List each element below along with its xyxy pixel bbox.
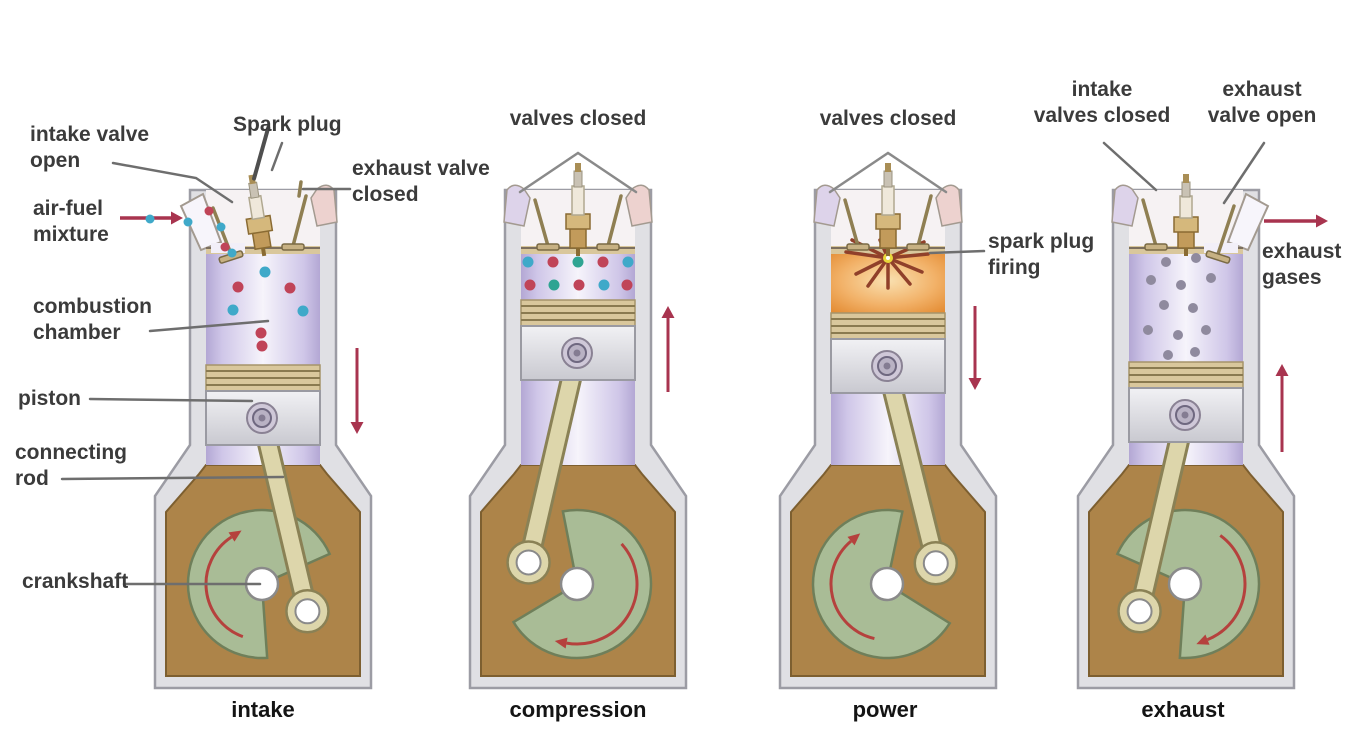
spark-plug-icon (245, 125, 274, 257)
piston-motion-arrow (1275, 364, 1289, 452)
label-air-fuel-mixture: air-fuel mixture (33, 197, 109, 246)
combustion-chamber-intake (206, 254, 320, 365)
label-intake-valve-open: intake valve open (30, 123, 150, 172)
label-exhaust-gases: exhaust gases (1262, 240, 1342, 289)
air-fuel-mixture-dots (145, 206, 237, 258)
label-crankshaft: crankshaft (22, 570, 129, 593)
intake-port (813, 184, 841, 227)
piston-power (830, 312, 946, 394)
stage-label-compression: compression (509, 697, 647, 722)
piston-intake (205, 364, 321, 446)
engine-compression (468, 151, 688, 690)
connecting-rod-exhaust (1117, 404, 1196, 634)
connecting-rod-compression (506, 342, 588, 585)
leader-connecting-rod (60, 475, 285, 481)
rotation-arrow-icon (829, 539, 875, 641)
crankshaft-compression (511, 508, 653, 660)
crank-pin (515, 549, 542, 576)
leader-intake-valve-open (111, 161, 234, 204)
main-journal (1167, 566, 1203, 602)
crank-pin (922, 550, 949, 577)
label-valves-closed-compression: valves closed (509, 107, 647, 130)
exhaust-port (625, 184, 653, 227)
stage-label-power: power (852, 697, 918, 722)
engine-power (778, 151, 998, 690)
intake-valve-closed-icon (536, 243, 560, 251)
exhaust-valve-open-icon (1205, 250, 1231, 264)
engine-exhaust (1076, 174, 1328, 690)
stage-label-intake: intake (231, 697, 295, 722)
spark-plug-icon (1173, 174, 1199, 256)
intake-port (1111, 184, 1139, 227)
main-journal (559, 566, 595, 602)
leader-combustion-chamber (148, 319, 270, 333)
leader-spark-plug-firing (928, 249, 986, 255)
exhaust-valve-closed-icon (596, 243, 620, 251)
crank-pin (1126, 598, 1153, 625)
label-combustion-chamber: combustion chamber (33, 295, 152, 344)
valves (1141, 198, 1238, 264)
label-exhaust-valve-open: exhaust valve open (1207, 78, 1317, 127)
stage-label-exhaust: exhaust (1141, 697, 1225, 722)
connecting-rod-power (876, 355, 959, 586)
intake-port (503, 184, 531, 227)
leader-intake-valves-closed (1102, 141, 1158, 192)
piston-motion-arrow (968, 306, 982, 390)
engine-intake (120, 125, 373, 690)
rotation-arrow-icon (1206, 534, 1247, 642)
leader-piston (88, 397, 254, 403)
label-exhaust-valve-closed: exhaust valve closed (352, 157, 490, 206)
leader-exhaust-valve-open (1222, 141, 1266, 205)
rotation-arrow-icon (566, 542, 639, 646)
label-piston: piston (18, 387, 81, 410)
exhaust-port (935, 184, 963, 227)
combustion-chamber-compression (521, 254, 635, 300)
connecting-rod-intake (251, 407, 330, 634)
valves (843, 194, 933, 251)
rotation-arrow-icon (204, 535, 244, 639)
piston-compression (520, 299, 636, 381)
valves (533, 194, 623, 251)
piston-motion-arrow (661, 306, 675, 392)
label-spark-plug: Spark plug (233, 113, 342, 136)
cylinder-head (813, 184, 963, 227)
exhaust-valve-closed-icon (906, 243, 930, 251)
cylinder-head (503, 184, 653, 227)
intake-valve-closed-icon (846, 243, 870, 251)
label-spark-plug-firing: spark plug firing (988, 230, 1095, 279)
piston-exhaust (1128, 361, 1244, 443)
leader-spark-plug (270, 141, 284, 172)
main-journal (869, 566, 905, 602)
label-intake-valves-closed: intake valves closed (1033, 78, 1171, 127)
crank-pin (294, 598, 321, 625)
valves-closed-leader (518, 151, 638, 194)
intake-valve-closed-icon (1144, 243, 1168, 251)
spark-plug-icon (875, 163, 901, 256)
crankshaft-power (811, 508, 952, 660)
label-valves-closed-power: valves closed (819, 107, 957, 130)
air-fuel-flow-arrow (120, 211, 183, 225)
exhaust-flow-arrow (1264, 214, 1328, 228)
exhaust-valve-closed-icon (281, 243, 305, 251)
intake-port-open (179, 192, 223, 252)
piston-motion-arrow (350, 348, 364, 434)
label-connecting-rod: connecting rod (15, 441, 128, 490)
valves-closed-leader (828, 151, 948, 194)
combustion-chamber-exhaust (1129, 253, 1243, 362)
spark-plug-icon (565, 163, 591, 256)
